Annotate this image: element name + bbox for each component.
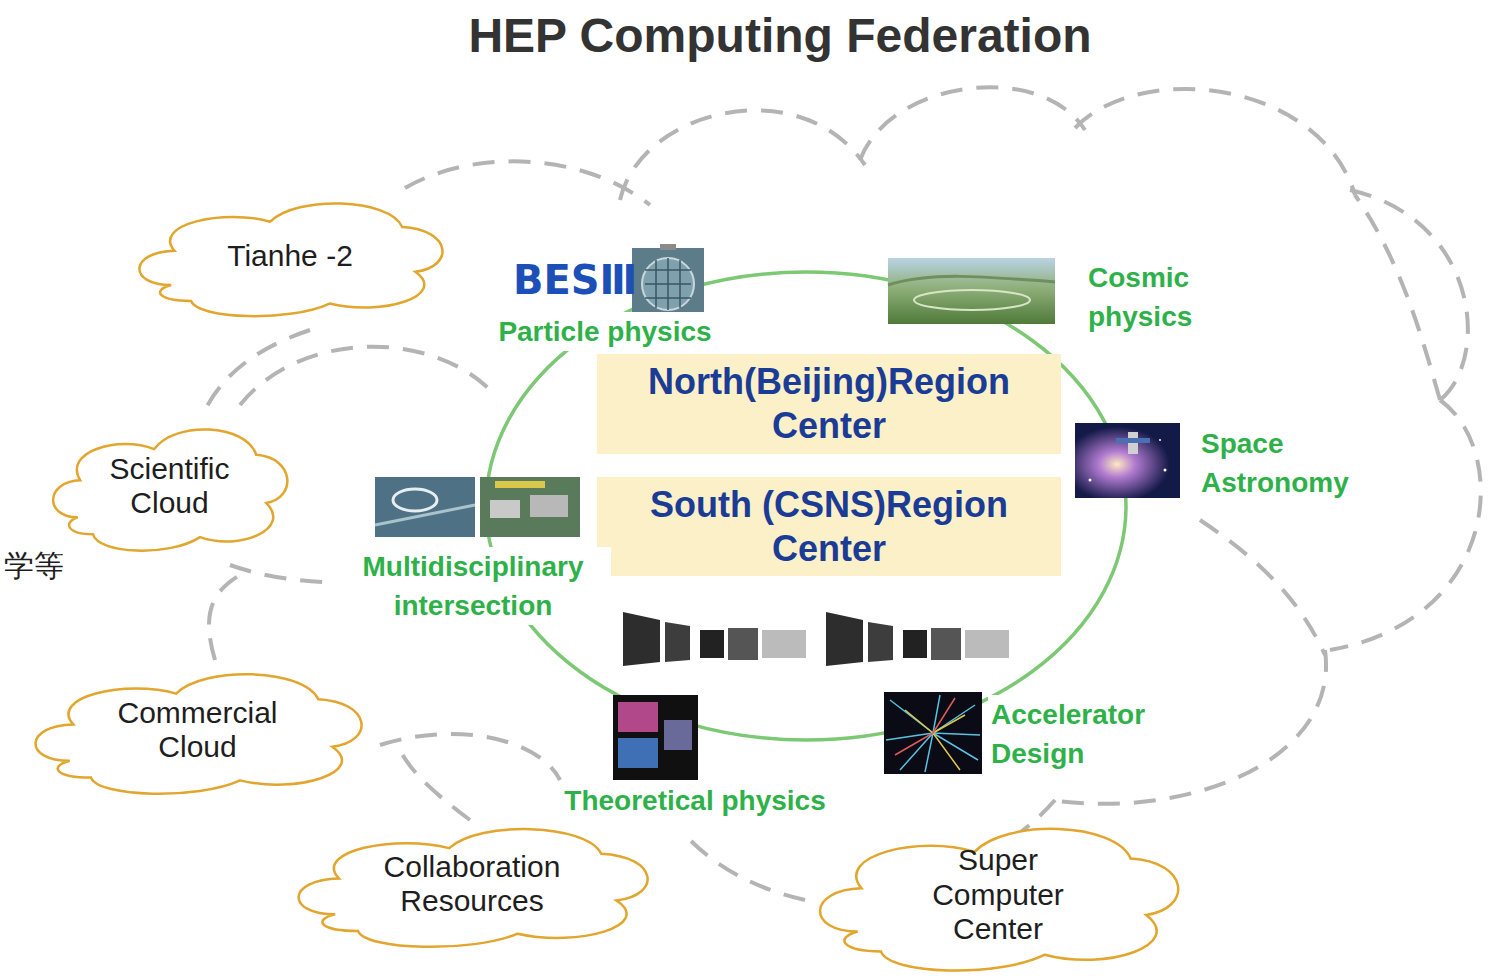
region-label: South (CSNS)Region Center xyxy=(609,483,1049,571)
partial-text: 学等 xyxy=(4,546,74,586)
cloud-node: Scientific Cloud xyxy=(42,415,297,557)
topic-label: Particle physics xyxy=(470,312,740,351)
cloud-node: Super Computer Center xyxy=(803,812,1193,978)
region-box: North(Beijing)Region Center xyxy=(597,354,1061,454)
cloud-label: Super Computer Center xyxy=(922,843,1074,947)
diagram-title: HEP Computing Federation xyxy=(0,8,1494,63)
topic-label: Accelerator Design xyxy=(988,695,1173,773)
cloud-node: Tianhe -2 xyxy=(125,190,455,322)
topic-label: Space Astronomy xyxy=(1198,424,1383,502)
cloud-label: Collaboration Resources xyxy=(360,850,585,919)
topic-label: Theoretical physics xyxy=(540,781,850,820)
cloud-label: Tianhe -2 xyxy=(227,239,353,274)
experiment-logo: BESⅢ xyxy=(513,252,637,308)
server-racks xyxy=(623,612,1009,666)
topic-label: Cosmic physics xyxy=(1085,258,1225,336)
cloud-label: Commercial Cloud xyxy=(112,696,284,765)
cloud-node: Collaboration Resources xyxy=(282,815,662,953)
topic-label: Multidisciplinary intersection xyxy=(335,547,611,625)
cloud-label: Scientific Cloud xyxy=(100,452,240,521)
cloud-node: Commercial Cloud xyxy=(20,660,375,800)
observatory-picture xyxy=(888,258,1055,324)
detector-picture xyxy=(632,244,704,314)
quark-table-picture xyxy=(613,695,698,780)
region-box: South (CSNS)Region Center xyxy=(597,477,1061,577)
campus-pictures xyxy=(375,477,580,537)
region-label: North(Beijing)Region Center xyxy=(609,360,1049,448)
collision-picture xyxy=(884,692,982,774)
galaxy-satellite-picture xyxy=(1075,423,1180,498)
federation-cloud-outline xyxy=(205,87,1481,900)
